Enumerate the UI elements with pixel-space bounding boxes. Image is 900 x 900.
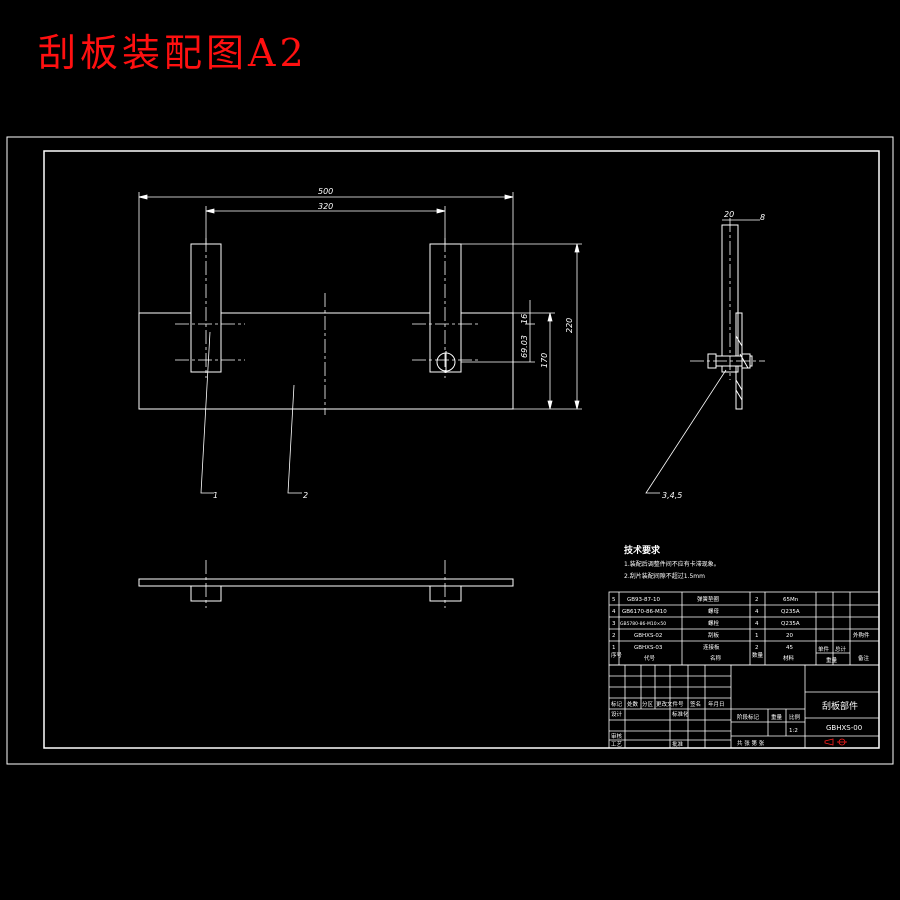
- bom-h-code: 代号: [644, 654, 656, 662]
- bom-r4-mat: Q235A: [781, 609, 800, 615]
- side-view: [690, 218, 765, 410]
- tb-stage: 阶段标记: [737, 713, 760, 721]
- tb-mark: 标记: [611, 700, 623, 708]
- dim-20: 20: [724, 210, 734, 219]
- bom-r2-no: 2: [612, 633, 616, 639]
- side-dimension-labels: 20 8: [724, 210, 765, 222]
- dim-170: 170: [540, 353, 549, 368]
- bom-r2-qty: 1: [755, 633, 759, 639]
- bom-r5-qty: 2: [755, 597, 759, 603]
- tb-drawing-no: GBHXS-00: [826, 724, 862, 732]
- bom-r4-no: 4: [612, 609, 616, 615]
- bom-r3-code: GB5780-86-M10×50: [620, 621, 666, 627]
- bom-r5-mat: 65Mn: [783, 597, 799, 603]
- bom-h-name: 名称: [710, 654, 722, 662]
- bom-r5-code: GB93-87-10: [627, 597, 661, 603]
- notes-heading: 技术要求: [624, 544, 661, 556]
- dim-220: 220: [565, 318, 574, 333]
- dim-500: 500: [318, 187, 333, 196]
- title-block-text: 标记 处数 分区 更改文件号 签名 年月日 设计 标准化 审核 工艺 批准 阶段…: [611, 700, 862, 748]
- tb-zone: 分区: [642, 700, 654, 708]
- dim-69: 69.03: [520, 335, 529, 358]
- tb-scale: 比例: [789, 713, 801, 721]
- notes-line-1: 1.装配后调整件间不应有卡滞现象。: [624, 560, 720, 568]
- bom-r5-no: 5: [612, 597, 616, 603]
- bom-r2-name: 刮板: [708, 631, 720, 639]
- tb-change: 更改文件号: [656, 700, 684, 708]
- bom-r1-qty: 2: [755, 645, 759, 651]
- bom-text: 5 GB93-87-10 弹簧垫圈 2 65Mn 4 GB6170-86-M10…: [611, 595, 870, 664]
- dimension-labels: 500 320 220 170 69.03 16: [318, 187, 574, 368]
- bom-r3-name: 螺栓: [708, 619, 720, 627]
- leaders: [200, 331, 727, 494]
- bom-h-note: 备注: [858, 654, 870, 662]
- bom-r2-code: GBHXS-02: [634, 633, 662, 639]
- bom-r4-qty: 4: [755, 609, 759, 615]
- connector-right: [429, 243, 462, 373]
- bom-r4-name: 螺母: [708, 607, 720, 615]
- balloon-2: 2: [303, 491, 308, 500]
- tb-weight: 重量: [771, 713, 783, 721]
- bom-h-single: 单件: [818, 645, 830, 653]
- balloon-345: 3,4,5: [662, 491, 682, 500]
- bom-r1-mat: 45: [786, 645, 793, 651]
- inner-border: [43, 150, 880, 749]
- dim-320: 320: [318, 202, 333, 211]
- notes-line-2: 2.刮片装配间隙不超过1.5mm: [624, 572, 705, 580]
- outer-border: [6, 136, 894, 765]
- tb-sign: 签名: [690, 700, 701, 708]
- front-view: [138, 238, 514, 415]
- drawing-title: 刮板装配图A2: [38, 31, 308, 75]
- bom-r3-qty: 4: [755, 621, 759, 627]
- tb-standard: 标准化: [672, 710, 689, 718]
- top-view: [138, 560, 514, 608]
- scraper-plate: [138, 312, 514, 410]
- dim-16: 16: [520, 314, 529, 324]
- bom-r3-no: 3: [612, 621, 616, 627]
- bom-r3-mat: Q235A: [781, 621, 800, 627]
- tb-date: 年月日: [708, 700, 725, 708]
- bom-h-total: 总计: [835, 645, 847, 653]
- tb-count: 处数: [627, 700, 639, 708]
- dimensions-front: [138, 192, 582, 410]
- bom-h-no: 序号: [611, 651, 623, 659]
- tb-design: 设计: [611, 710, 623, 718]
- bom-r1-name: 连接板: [703, 643, 720, 651]
- bom-h-mat: 材料: [783, 654, 795, 662]
- tb-scale-value: 1:2: [789, 728, 798, 734]
- tb-sheet: 共 张 第 张: [737, 739, 765, 747]
- dim-8: 8: [760, 213, 765, 222]
- tb-drawing-name: 刮板部件: [822, 700, 858, 712]
- bom-r5-name: 弹簧垫圈: [697, 595, 720, 603]
- title-block: [608, 664, 880, 749]
- bom-h-weight: 重量: [826, 656, 838, 664]
- bom-r2-mat: 20: [786, 633, 793, 639]
- projection-symbol: [824, 738, 847, 746]
- tb-review: 审核: [611, 732, 623, 740]
- balloon-labels: 1 2 3,4,5: [213, 491, 682, 500]
- tb-process: 工艺: [611, 741, 623, 748]
- technical-notes: 技术要求 1.装配后调整件间不应有卡滞现象。 2.刮片装配间隙不超过1.5mm: [624, 544, 720, 580]
- balloon-1: 1: [213, 491, 218, 500]
- bom-h-qty: 数量: [752, 651, 764, 659]
- bom-r1-code: GBHXS-03: [634, 645, 663, 651]
- bom-r1-no: 1: [612, 645, 616, 651]
- bom-r4-code: GB6170-86-M10: [622, 609, 667, 615]
- bom-r2-note: 外购件: [853, 631, 870, 639]
- tb-approve: 批准: [672, 740, 684, 748]
